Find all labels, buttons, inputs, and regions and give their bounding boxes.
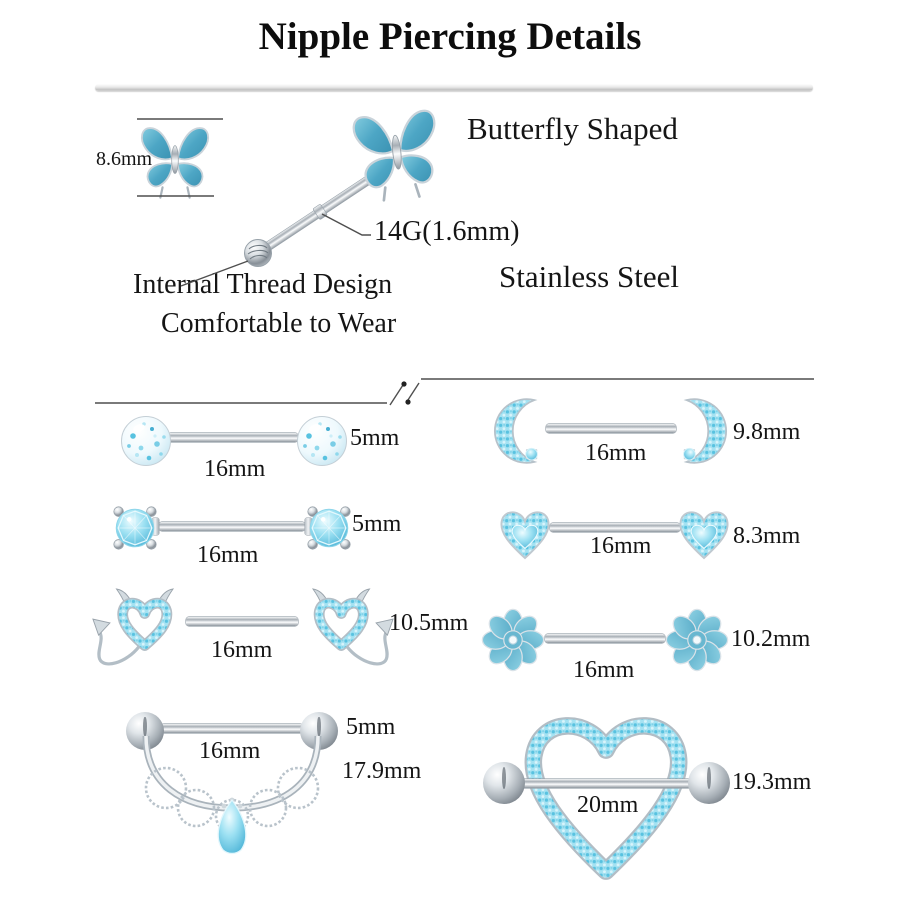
moon-charm-graphic bbox=[493, 398, 539, 464]
end-size-label: 19.3mm bbox=[732, 769, 812, 795]
rod-collar bbox=[305, 518, 312, 535]
barbell-rod bbox=[512, 779, 704, 788]
glitter-ball-graphic bbox=[297, 416, 347, 466]
thread-label: Internal Thread Design bbox=[133, 269, 393, 300]
moon-charm-graphic bbox=[682, 398, 728, 464]
barbell-rod bbox=[546, 424, 676, 433]
barbell-rod bbox=[186, 617, 298, 626]
bar-length-label: 16mm bbox=[199, 738, 261, 764]
end-size-label: 10.2mm bbox=[731, 626, 811, 652]
bar-length-label: 16mm bbox=[197, 542, 259, 568]
drop-height-label: 17.9mm bbox=[342, 758, 422, 784]
header-divider bbox=[95, 84, 813, 91]
butterfly-charm-large-graphic bbox=[351, 108, 444, 204]
comfort-label: Comfortable to Wear bbox=[161, 308, 397, 339]
page-title: Nipple Piercing Details bbox=[258, 15, 642, 58]
end-size-label: 5mm bbox=[352, 511, 402, 537]
barbell-rod bbox=[168, 433, 298, 442]
flower-charm-graphic bbox=[481, 608, 545, 672]
material-label: Stainless Steel bbox=[499, 259, 679, 294]
barbell-rod bbox=[161, 724, 303, 733]
end-size-label: 8.3mm bbox=[733, 523, 801, 549]
butterfly-size-label: 8.6mm bbox=[96, 148, 153, 170]
flower-charm-graphic bbox=[665, 608, 729, 672]
barbell-rod bbox=[550, 523, 680, 532]
rod-collar bbox=[152, 518, 159, 535]
end-size-label: 9.8mm bbox=[733, 419, 801, 445]
bar-length-label: 16mm bbox=[585, 440, 647, 466]
gauge-label: 14G(1.6mm) bbox=[374, 216, 520, 247]
cz-gem-graphic bbox=[113, 506, 157, 550]
barbell-rod bbox=[545, 634, 665, 643]
cz-gem-graphic bbox=[307, 506, 351, 550]
heart-charm-graphic bbox=[500, 511, 550, 560]
glitter-ball-graphic bbox=[121, 416, 171, 466]
bar-length-label: 16mm bbox=[590, 533, 652, 559]
bar-length-label: 16mm bbox=[211, 637, 273, 663]
barbell-rod bbox=[159, 522, 305, 531]
ball-size-label: 5mm bbox=[346, 714, 396, 740]
devil-heart-graphic bbox=[92, 586, 190, 673]
heart-charm-graphic bbox=[679, 511, 729, 560]
shape-label: Butterfly Shaped bbox=[467, 111, 678, 146]
steel-ball-graphic bbox=[688, 762, 730, 804]
bar-length-label: 16mm bbox=[573, 657, 635, 683]
end-size-label: 5mm bbox=[350, 425, 400, 451]
bar-length-label: 16mm bbox=[204, 456, 266, 482]
end-size-label: 10.5mm bbox=[389, 610, 469, 636]
devil-heart-graphic bbox=[296, 586, 394, 673]
bar-length-label: 20mm bbox=[577, 792, 639, 818]
steel-ball-graphic bbox=[483, 762, 525, 804]
